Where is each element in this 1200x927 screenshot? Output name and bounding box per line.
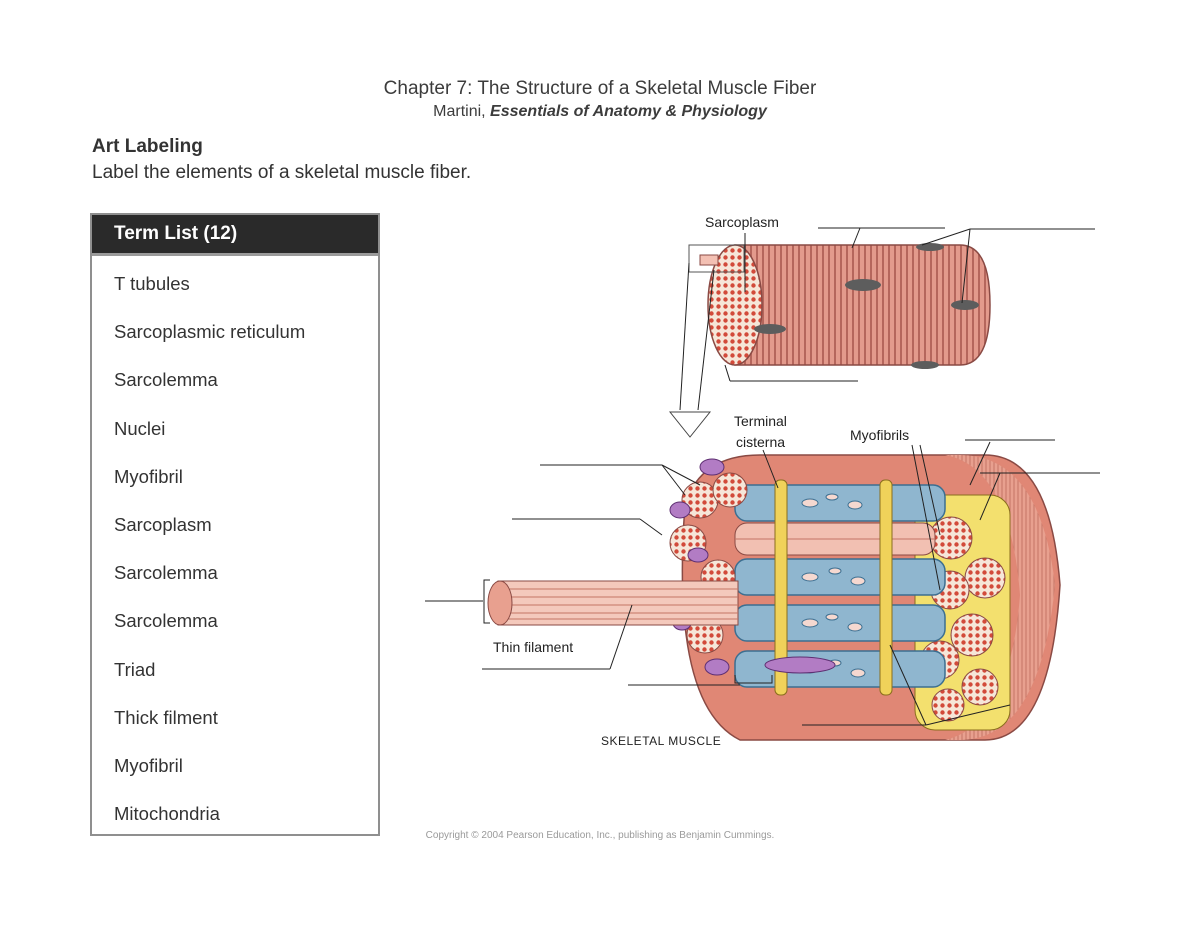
nucleus-shape <box>845 279 881 291</box>
leader-lines-bottom <box>425 439 1100 726</box>
term-item[interactable]: Sarcoplasm <box>114 513 212 535</box>
subtitle: Martini, Essentials of Anatomy & Physiol… <box>0 103 1200 121</box>
sarcoplasmic-reticulum <box>734 484 946 688</box>
thin-filament-bundle <box>487 580 739 626</box>
muscle-fiber-diagram: Sarcoplasm <box>425 214 1100 748</box>
term-item[interactable]: Sarcolemma <box>114 562 218 584</box>
author-name: Martini, <box>433 103 486 120</box>
arrow-down-icon <box>668 411 712 438</box>
term-list: T tubules Sarcoplasmic reticulum Sarcole… <box>92 260 378 838</box>
term-item[interactable]: Myofibril <box>114 465 183 487</box>
label-sarcoplasm: Sarcoplasm <box>705 214 779 230</box>
chapter-title: Chapter 7: The Structure of a Skeletal M… <box>383 78 817 99</box>
mitochondria <box>669 458 836 676</box>
label-terminal: Terminal <box>734 413 787 429</box>
nucleus-shape <box>916 243 944 251</box>
copyright-notice: Copyright © 2004 Pearson Education, Inc.… <box>425 830 775 841</box>
term-item[interactable]: Sarcoplasmic reticulum <box>114 321 306 343</box>
term-list-header: Term List (12) <box>92 215 378 256</box>
muscle-fiber-cylinder <box>688 243 991 369</box>
sr-fenestrations <box>801 493 866 678</box>
cut-myofibrils-end <box>669 472 748 654</box>
leader-lines-top <box>679 227 1095 411</box>
term-item[interactable]: Thick filment <box>114 706 218 728</box>
label-cisterna: cisterna <box>736 434 785 450</box>
diagram-caption: SKELETAL MUSCLE <box>601 734 721 748</box>
nucleus-shape <box>911 361 939 369</box>
t-tubules <box>774 479 893 696</box>
nucleus-shape <box>754 324 786 334</box>
book-title: Essentials of Anatomy & Physiology <box>490 103 767 120</box>
term-item[interactable]: Nuclei <box>114 417 166 439</box>
label-myofibrils: Myofibrils <box>850 427 909 443</box>
label-thin-filament: Thin filament <box>493 639 573 655</box>
term-list-panel: Term List (12) T tubules Sarcoplasmic re… <box>90 213 380 836</box>
term-item[interactable]: Sarcolemma <box>114 610 218 632</box>
term-item[interactable]: Mitochondria <box>114 803 220 825</box>
term-item[interactable]: Sarcolemma <box>114 369 218 391</box>
instructions: Label the elements of a skeletal muscle … <box>92 162 472 183</box>
term-item[interactable]: Triad <box>114 658 156 680</box>
term-item[interactable]: T tubules <box>114 273 190 294</box>
section-heading: Art Labeling <box>92 136 203 157</box>
nucleus-shape <box>951 300 979 310</box>
term-item[interactable]: Myofibril <box>114 754 183 776</box>
